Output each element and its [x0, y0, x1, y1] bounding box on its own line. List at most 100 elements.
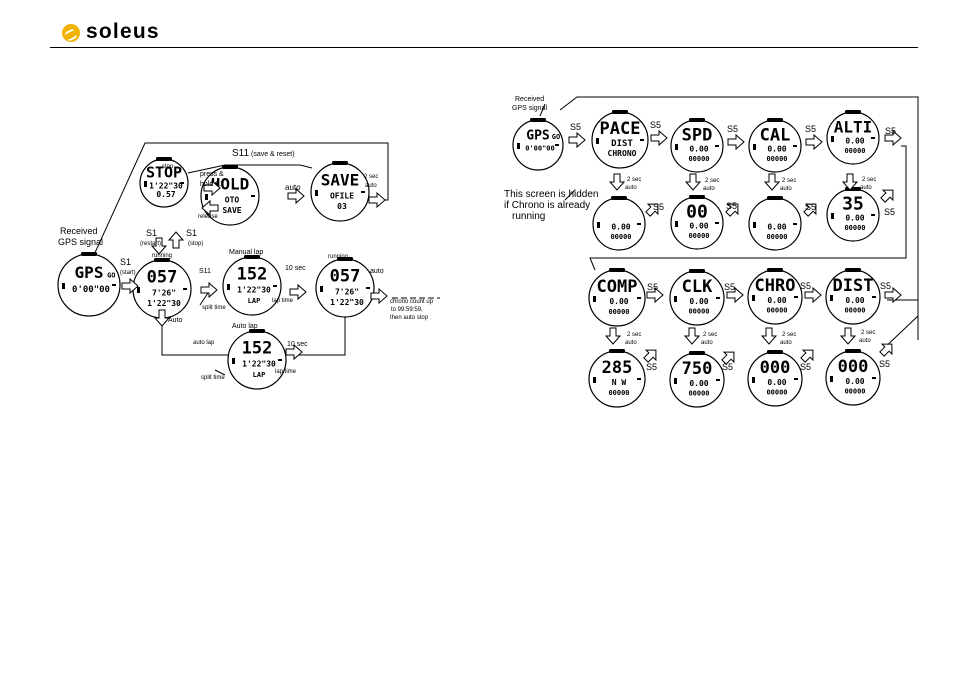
watch-top-indicator	[244, 255, 260, 259]
signal-dash-icon	[716, 297, 720, 299]
s5-right-arrow-row3	[726, 286, 744, 304]
watch-top-indicator	[609, 268, 625, 272]
flow-arrows	[121, 129, 902, 365]
button-label: S1	[186, 228, 197, 238]
two-sec-label: 2 sec	[705, 178, 719, 184]
signal-dash-icon	[366, 287, 370, 289]
s5-return-arrow	[721, 351, 735, 365]
lcd-line2: 0.00	[845, 296, 864, 305]
lcd-line3: 00000	[844, 147, 865, 155]
brand-logo-text: soleus	[86, 20, 160, 43]
signal-dash-icon	[794, 378, 798, 380]
lcd-line2: OTO	[225, 195, 240, 204]
lcd-line1: 057	[330, 267, 361, 287]
state-label: stop	[162, 164, 174, 170]
s5-return-arrow	[800, 349, 814, 363]
diagonal-arrow-shape	[643, 349, 657, 363]
lcd-line2: 1'22"30	[149, 181, 183, 190]
diagonal-arrow-shape	[645, 203, 659, 217]
lcd-line3: 00000	[610, 233, 631, 241]
two-sec-auto-label: auto	[860, 185, 872, 191]
lcd-line1: ALTI	[834, 117, 873, 136]
lcd-line2: 0'00"00	[72, 285, 110, 295]
chrono-note: then auto stop	[390, 315, 429, 321]
s5-button-label: S5	[647, 282, 658, 292]
auto-label: Auto	[168, 317, 183, 324]
lcd-line1: COMP	[597, 277, 638, 297]
two-sec-down-arrow	[839, 327, 857, 345]
battery-icon	[517, 143, 520, 149]
s1-start-arrow	[121, 277, 139, 295]
lcd-line3: CHRONO	[608, 149, 637, 158]
button-sub-label: (start)	[120, 270, 136, 276]
lcd-line3: LAP	[253, 371, 266, 379]
lcd-line3: 00000	[688, 308, 709, 316]
lcd-line2: 0.00	[767, 296, 786, 305]
two-sec-label: 2 sec	[782, 178, 796, 184]
top-right-frame-line	[559, 96, 919, 340]
signal-dash-icon	[637, 297, 641, 299]
hidden-screen-note: running	[512, 211, 545, 222]
lcd-line1: HOLD	[211, 175, 250, 194]
received-signal-pointer	[539, 103, 546, 117]
signal-dash-icon	[361, 191, 365, 193]
watch-top-indicator	[530, 118, 546, 122]
watch-top-indicator	[612, 110, 628, 114]
s11-manual-lap-arrow	[200, 281, 218, 299]
state-label: running	[328, 254, 348, 260]
two-sec-auto-label: auto	[780, 186, 792, 192]
watch-top-indicator	[767, 268, 783, 272]
state-label: running	[152, 253, 172, 259]
press-hold-label: press &	[200, 171, 224, 178]
two-sec-label: 2 sec	[627, 177, 641, 183]
watch-top-indicator	[689, 195, 705, 199]
page-header: soleus	[0, 0, 954, 50]
two-sec-label: 2 sec	[703, 332, 717, 338]
lcd-line2: 0.00	[845, 214, 864, 223]
timer-label: 10 sec	[287, 341, 308, 348]
s5-button-label: S5	[726, 201, 737, 211]
watch-top-indicator	[154, 258, 170, 262]
s5-return-arrow	[879, 343, 893, 357]
signal-dash-icon	[793, 145, 797, 147]
watch-top-indicator	[249, 329, 265, 333]
lcd-line1: DIST	[833, 276, 874, 296]
battery-icon	[593, 377, 596, 383]
signal-dash-icon	[555, 144, 559, 146]
lcd-line1: 285	[602, 358, 633, 378]
received-label: Received	[60, 226, 98, 236]
lcd-line3: 00000	[766, 307, 787, 315]
lcd-line1: 152	[242, 339, 273, 359]
signal-dash-icon	[794, 296, 798, 298]
chrono-note: to 99:59:59,	[391, 307, 423, 313]
two-sec-down-arrow	[608, 173, 626, 191]
lcd-line3: 00000	[844, 388, 865, 396]
battery-icon	[831, 136, 834, 142]
s5-return-arrow	[803, 203, 817, 217]
two-sec-label: 2 sec	[782, 332, 796, 338]
lcd-line1: 35	[842, 193, 864, 214]
battery-icon	[315, 190, 318, 196]
signal-dash-icon	[640, 139, 644, 141]
watch-top-indicator	[845, 110, 861, 114]
signal-dash-icon	[872, 296, 876, 298]
lcd-line3: SAVE	[222, 206, 241, 215]
lcd-line3: LAP	[248, 297, 261, 305]
signal-dash-icon	[793, 223, 797, 225]
auto-lap-10sec-arrow	[285, 343, 303, 361]
battery-icon	[62, 283, 65, 289]
button-label: S11	[232, 148, 249, 159]
battery-icon	[675, 221, 678, 227]
s5-right-arrow-row3	[884, 286, 902, 304]
lcd-line3: 00000	[608, 308, 629, 316]
timer-label: auto	[365, 183, 377, 189]
